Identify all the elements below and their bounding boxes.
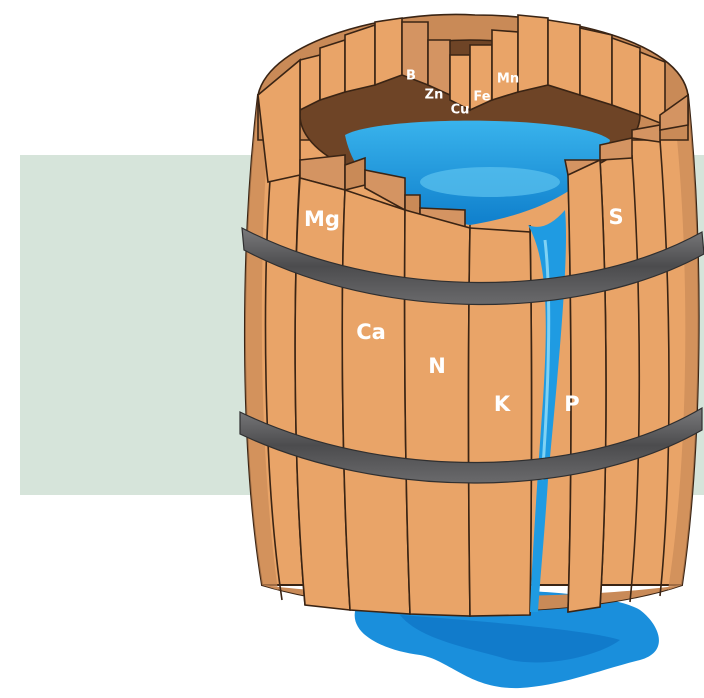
barrel-hoops (239, 226, 704, 484)
label-s: S (608, 205, 623, 229)
label-zn: Zn (425, 88, 444, 103)
front-stave-faces (294, 158, 607, 617)
lower-hoop (239, 406, 703, 484)
micronutrient-labels: B Zn Cu Fe Mn (406, 69, 519, 118)
label-fe: Fe (473, 90, 490, 105)
macronutrient-labels: Mg S Ca N K P (304, 205, 624, 416)
label-cu: Cu (451, 103, 470, 118)
label-p: P (564, 392, 579, 416)
water-stream (528, 210, 567, 612)
label-mg: Mg (304, 207, 340, 231)
label-k: K (494, 392, 511, 416)
label-mn: Mn (497, 72, 519, 87)
upper-hoop (241, 226, 704, 306)
label-ca: Ca (356, 320, 386, 344)
label-n: N (428, 354, 446, 378)
label-b: B (406, 69, 416, 84)
